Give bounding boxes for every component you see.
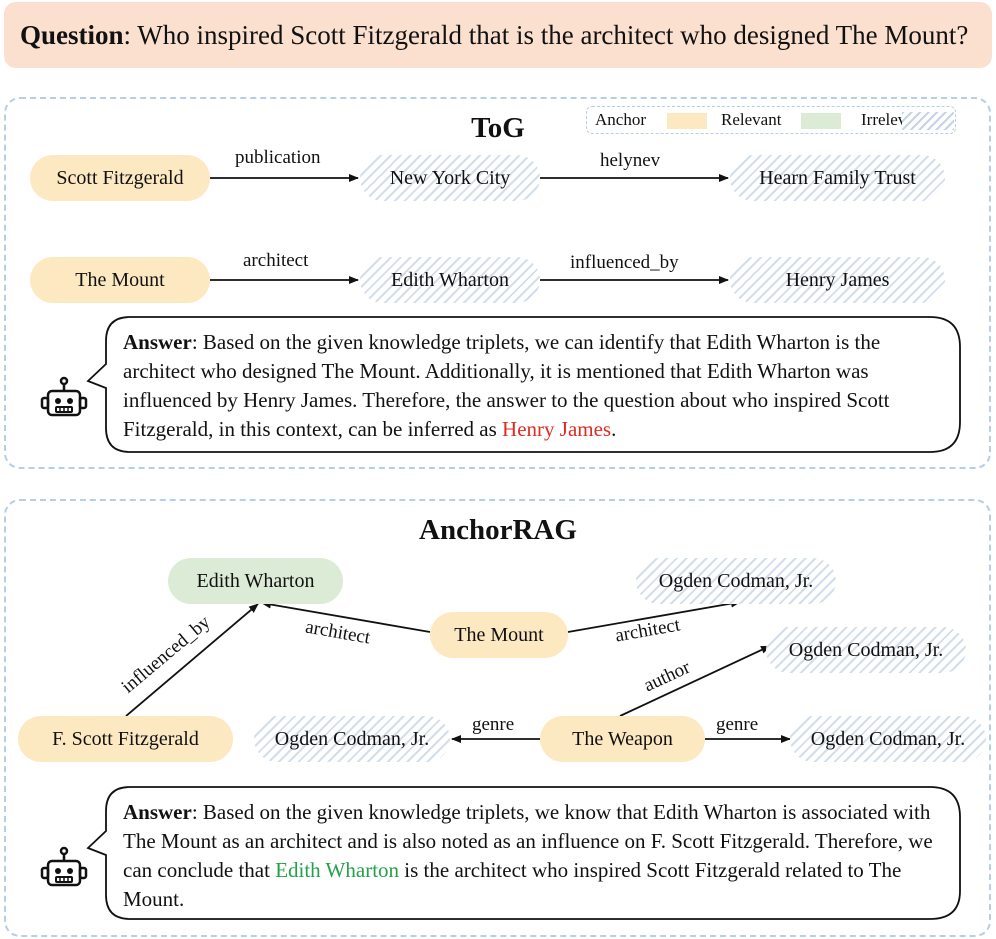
node-anchor-ogden-codman-4: Ogden Codman, Jr. — [790, 716, 986, 762]
node-scott-fitzgerald: Scott Fitzgerald — [30, 155, 210, 201]
anchorrag-answer-highlight: Edith Wharton — [275, 858, 400, 882]
node-anchor-the-weapon: The Weapon — [540, 716, 705, 762]
tog-answer-highlight: Henry James — [502, 417, 612, 441]
question-banner: Question: Who inspired Scott Fitzgerald … — [4, 2, 992, 68]
anchorrag-title: AnchorRAG — [419, 514, 577, 546]
legend-irrelevant-swatch — [902, 112, 954, 130]
tog-answer-end: . — [611, 417, 617, 441]
legend: Anchor Relevant Irrelevant — [586, 106, 956, 134]
robot-icon — [40, 846, 88, 887]
node-the-mount: The Mount — [30, 257, 210, 303]
node-new-york-city: New York City — [360, 155, 540, 201]
tog-title: ToG — [471, 112, 525, 144]
tog-answer: Answer: Based on the given knowledge tri… — [123, 328, 948, 444]
legend-relevant-label: Relevant — [721, 110, 782, 129]
node-anchor-f-scott-fitzgerald: F. Scott Fitzgerald — [18, 716, 233, 762]
edge-label-publication: publication — [235, 147, 321, 168]
node-edith-wharton: Edith Wharton — [360, 257, 540, 303]
node-anchor-the-mount: The Mount — [430, 612, 568, 658]
question-label: Question — [20, 19, 124, 50]
edge-label-helynev: helynev — [600, 150, 661, 171]
anchorrag-panel — [4, 499, 991, 937]
edge-label-anchor-genre-right: genre — [716, 714, 759, 735]
edge-label-anchor-genre-left: genre — [472, 714, 515, 735]
anchorrag-answer-label: Answer — [123, 800, 192, 824]
legend-anchor-swatch — [667, 113, 707, 129]
question-text: : Who inspired Scott Fitzgerald that is … — [123, 19, 969, 50]
node-anchor-ogden-codman-1: Ogden Codman, Jr. — [636, 558, 836, 604]
legend-anchor-label: Anchor — [595, 110, 646, 129]
anchorrag-answer-body: : Based on the given knowledge triplets,… — [123, 800, 933, 882]
edge-label-architect: architect — [243, 250, 309, 271]
anchorrag-answer: Answer: Based on the given knowledge tri… — [123, 798, 948, 914]
tog-answer-body: : Based on the given knowledge triplets,… — [123, 330, 890, 441]
robot-icon — [40, 376, 88, 417]
node-hearn-family-trust: Hearn Family Trust — [730, 155, 945, 201]
node-henry-james: Henry James — [730, 257, 945, 303]
tog-answer-label: Answer — [123, 330, 192, 354]
node-anchor-ogden-codman-3: Ogden Codman, Jr. — [254, 716, 450, 762]
node-anchor-ogden-codman-2: Ogden Codman, Jr. — [766, 627, 966, 673]
tog-panel — [4, 97, 991, 469]
edge-label-influenced-by: influenced_by — [570, 252, 679, 273]
node-anchor-edith-wharton: Edith Wharton — [168, 558, 343, 604]
legend-relevant-swatch — [801, 113, 841, 129]
anchorrag-answer-end: is the architect who inspired Scott Fitz… — [123, 858, 902, 911]
